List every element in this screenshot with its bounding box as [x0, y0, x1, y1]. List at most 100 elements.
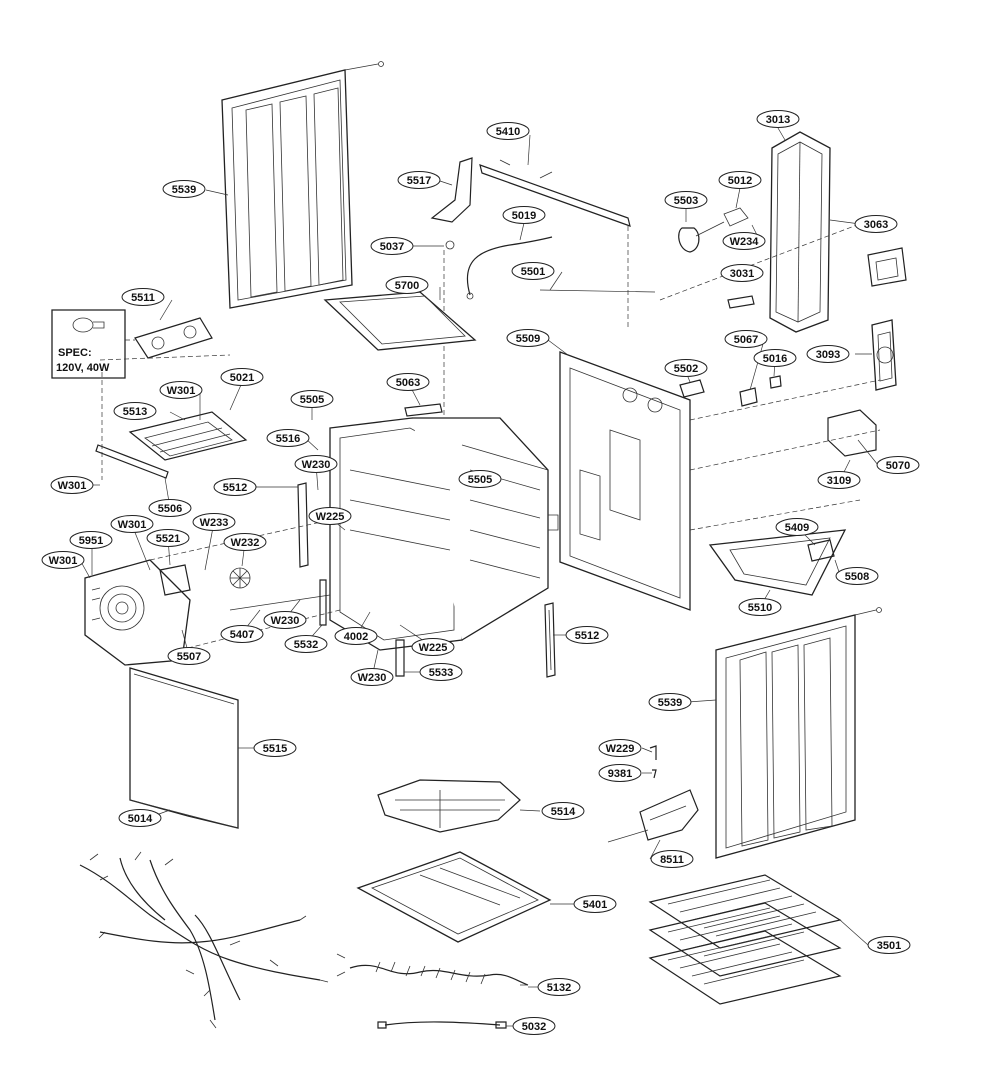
callout-text: 4002 [344, 631, 368, 643]
callout-text: 5501 [521, 266, 545, 278]
callout-w301: W301 [41, 551, 85, 569]
callout-text: 5517 [407, 175, 431, 187]
callout-ellipse [817, 471, 861, 489]
callout-ellipse [537, 978, 581, 996]
callout-text: W232 [231, 537, 260, 549]
callout-ellipse [118, 809, 162, 827]
cable-5019 [466, 236, 656, 300]
callout-ellipse [598, 764, 642, 782]
side-panel-upper-left [221, 61, 384, 309]
callout-5532: 5532 [284, 635, 328, 653]
vent-duct-5700 [323, 291, 477, 351]
strip-5506 [95, 444, 169, 479]
callout-text: 5032 [522, 1021, 546, 1033]
callout-text: 5409 [785, 522, 809, 534]
callout-text: W229 [606, 743, 635, 755]
callout-5502: 5502 [664, 359, 708, 377]
callout-text: 3013 [766, 114, 790, 126]
bracket-5063 [404, 403, 443, 417]
callout-text: 5533 [429, 667, 453, 679]
callout-ellipse [110, 515, 154, 533]
callout-text: 5502 [674, 363, 698, 375]
callout-5506: 5506 [148, 499, 192, 517]
door-glass-5515 [129, 667, 239, 829]
callout-9381: 9381 [598, 764, 642, 782]
callout-text: W301 [58, 480, 87, 492]
callout-5505: 5505 [290, 390, 334, 408]
callout-ellipse [334, 627, 378, 645]
callout-ellipse [370, 237, 414, 255]
lamp-socket-5511 [125, 317, 213, 359]
trim-5512-lower [544, 602, 556, 678]
rail-5410 [479, 159, 631, 330]
callout-5012: 5012 [718, 171, 762, 189]
sensor-5532 [319, 579, 327, 626]
callout-ellipse [738, 598, 782, 616]
motor-5521 [159, 564, 191, 596]
callout-text: 5012 [728, 175, 752, 187]
callout-text: 5407 [230, 629, 254, 641]
callout-text: W301 [167, 385, 196, 397]
callout-ellipse [512, 1017, 556, 1035]
callout-ellipse [213, 478, 257, 496]
callout-ellipse [806, 345, 850, 363]
callout-5505: 5505 [458, 470, 502, 488]
bracket-5517 [430, 157, 473, 223]
callout-3063: 3063 [854, 215, 898, 233]
callout-text: 5021 [230, 372, 254, 384]
callout-ellipse [720, 264, 764, 282]
trim-5512-upper [297, 482, 309, 568]
callout-text: 5512 [575, 630, 599, 642]
callout-ellipse [753, 349, 797, 367]
callout-text: W234 [730, 236, 760, 248]
part-5016 [769, 375, 782, 389]
callout-ellipse [397, 171, 441, 189]
callout-3109: 3109 [817, 471, 861, 489]
callout-ellipse [290, 390, 334, 408]
callout-ellipse [506, 329, 550, 347]
callout-text: 5515 [263, 743, 287, 755]
rear-frame-5509 [559, 351, 691, 611]
oven-cavity [329, 417, 559, 651]
motor-5503 [678, 207, 749, 253]
spec-value: 120V, 40W [56, 362, 110, 374]
callout-5037: 5037 [370, 237, 414, 255]
callout-5032: 5032 [512, 1017, 556, 1035]
callout-ellipse [486, 122, 530, 140]
callout-text: 5514 [551, 806, 576, 818]
callout-ellipse [167, 647, 211, 665]
callout-w301: W301 [110, 515, 154, 533]
callout-5517: 5517 [397, 171, 441, 189]
callout-text: 5019 [512, 210, 536, 222]
callout-5401: 5401 [573, 895, 617, 913]
callout-5508: 5508 [835, 567, 879, 585]
callout-5503: 5503 [664, 191, 708, 209]
callout-5511: 5511 [121, 288, 165, 306]
callout-text: 5512 [223, 482, 247, 494]
callout-ellipse [50, 476, 94, 494]
callout-ellipse [220, 368, 264, 386]
callout-text: 5063 [396, 377, 420, 389]
callout-w232: W232 [223, 533, 267, 551]
relay-5409 [807, 539, 835, 562]
callout-ellipse [121, 288, 165, 306]
callout-text: 5511 [131, 292, 155, 304]
callout-ellipse [541, 802, 585, 820]
callout-ellipse [876, 456, 920, 474]
callout-ellipse [511, 262, 555, 280]
callout-text: 5509 [516, 333, 540, 345]
callout-ellipse [192, 513, 236, 531]
callout-text: W225 [316, 511, 345, 523]
callout-5014: 5014 [118, 809, 162, 827]
callout-ellipse [565, 626, 609, 644]
callout-3501: 3501 [867, 936, 911, 954]
callout-ellipse [775, 518, 819, 536]
callout-text: W230 [271, 615, 300, 627]
callout-ellipse [756, 110, 800, 128]
callout-text: 9381 [608, 768, 632, 780]
callout-3013: 3013 [756, 110, 800, 128]
callout-5513: 5513 [113, 402, 157, 420]
callout-ellipse [385, 276, 429, 294]
callout-5021: 5021 [220, 368, 264, 386]
callout-text: W301 [49, 555, 78, 567]
